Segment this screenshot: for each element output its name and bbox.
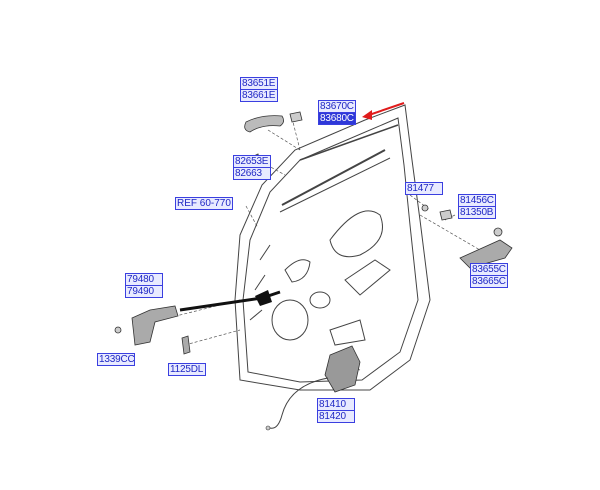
label-inside-handle: 83655C 83665C [470,263,508,288]
label-checker: 79480 79490 [125,273,163,298]
label-latch: 81410 81420 [317,398,355,423]
latch-cable [269,377,329,429]
door-checker-icon [131,305,179,346]
pointer-arrow [365,102,405,117]
panel-cutout-mid [284,259,311,283]
label-bolt: 81477 [405,182,443,195]
bolt-icon [421,204,429,212]
panel-cutout-upper [329,210,383,258]
label-handle-base: 82653E 82663 [233,155,271,180]
label-handle-cover: 83670C 83680C [318,100,356,125]
hinge-bolt-icon [181,335,191,355]
label-checker-bolt: 1339CC [97,353,135,366]
door-latch-icon [324,345,361,393]
speaker-hole [271,299,309,341]
inside-handle-icon [459,239,513,269]
handle-cap-icon [289,111,303,123]
label-hinge-bolt: 1125DL [168,363,206,376]
label-ref: REF 60-770 [175,197,233,210]
window-belt-line [281,149,386,206]
label-screw-set: 81456C 81350B [458,194,496,219]
outside-handle-icon [244,115,284,133]
door-frame-outer [234,104,431,391]
screw-icon [439,209,453,221]
label-outside-handle: 83651E 83661E [240,77,278,102]
door-frame-inner [242,117,419,383]
